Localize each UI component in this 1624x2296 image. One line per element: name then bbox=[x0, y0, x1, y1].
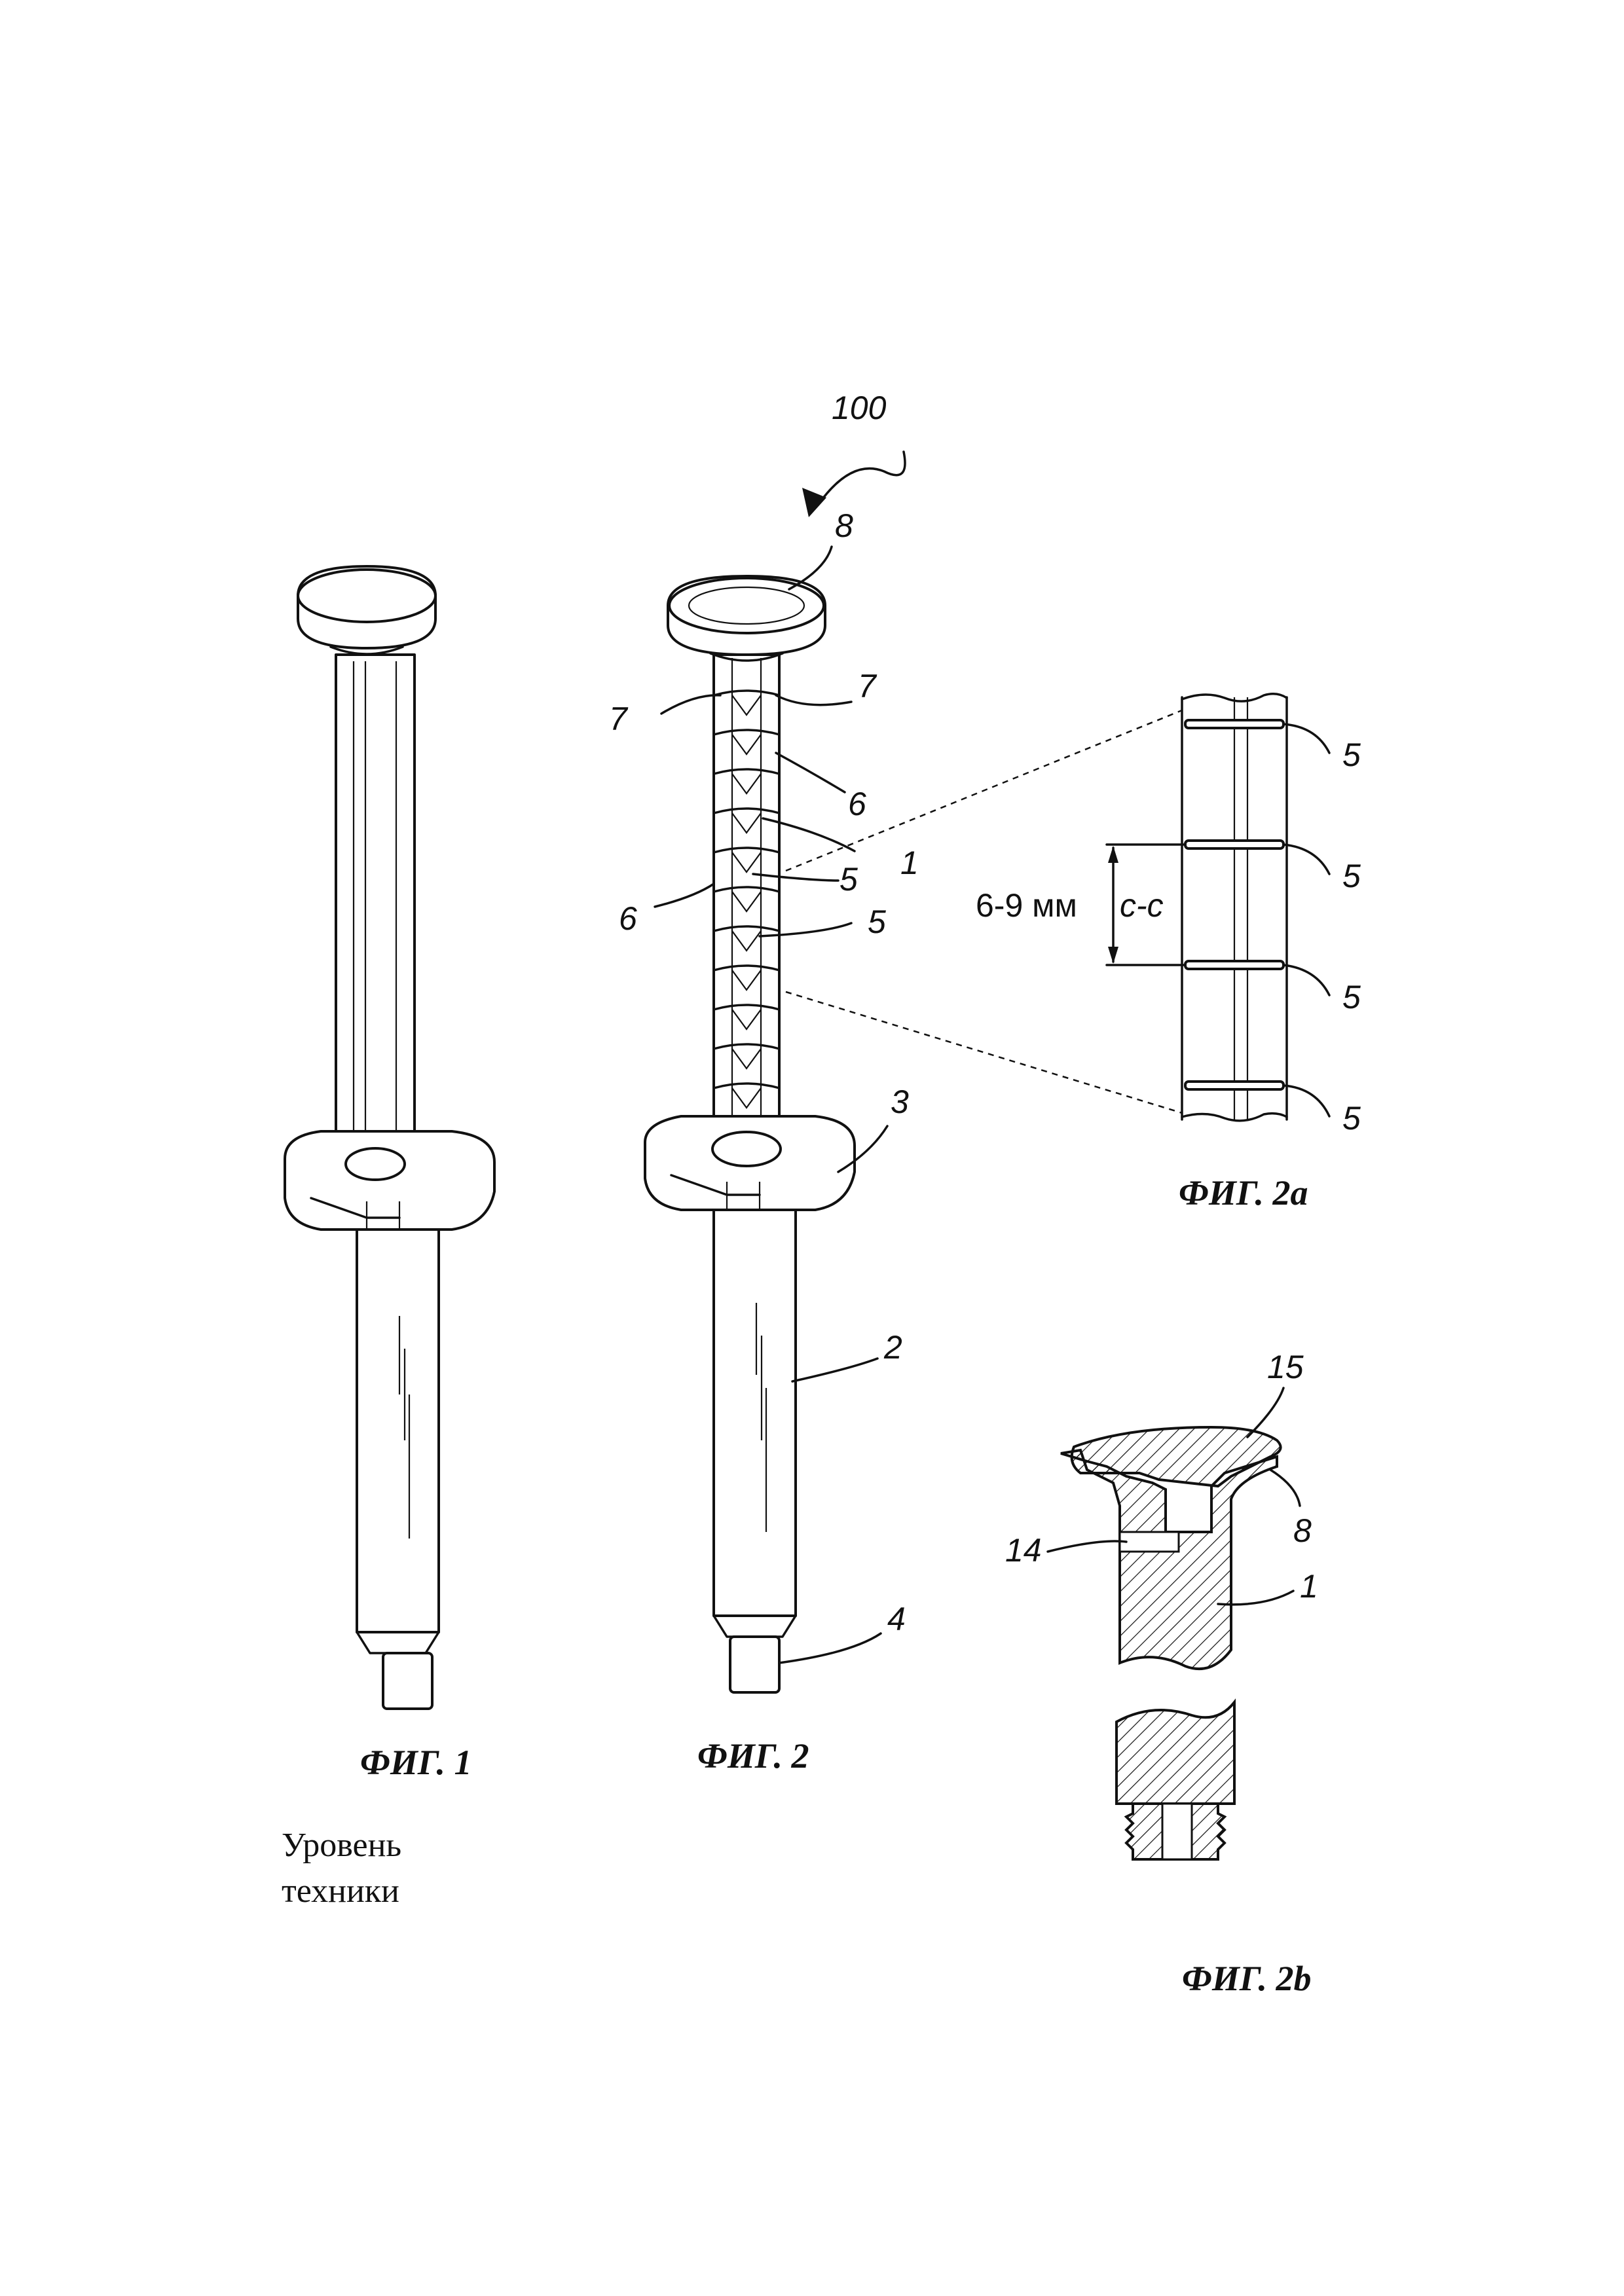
dimension-value: 6-9 мм bbox=[976, 887, 1077, 924]
rod-lower-section bbox=[1115, 1698, 1236, 1805]
ref-100-leader bbox=[817, 450, 906, 505]
label-4: 4 bbox=[887, 1601, 906, 1637]
detail-label-5-1: 5 bbox=[1342, 737, 1361, 773]
fig2-barrel bbox=[712, 1209, 797, 1617]
dimension-spacing: c-c bbox=[1120, 887, 1164, 924]
prior-art-line1: Уровень bbox=[282, 1827, 401, 1864]
caption-fig2a: ФИГ. 2a bbox=[1179, 1173, 1308, 1212]
label-5-b: 5 bbox=[868, 903, 886, 940]
label-2: 2 bbox=[883, 1329, 902, 1366]
fig2a-detail bbox=[1105, 693, 1331, 1122]
caption-fig2: ФИГ. 2 bbox=[697, 1736, 809, 1776]
prior-art-line2: техники bbox=[282, 1872, 399, 1910]
fig1-syringe bbox=[284, 565, 496, 1710]
label-8: 8 bbox=[835, 507, 853, 544]
tip-bore bbox=[1161, 1802, 1193, 1861]
label-14: 14 bbox=[1005, 1532, 1042, 1569]
rib-5-3 bbox=[1184, 960, 1285, 970]
cavity-14 bbox=[1118, 1531, 1180, 1553]
label-100: 100 bbox=[832, 390, 887, 426]
label-6-upper: 6 bbox=[848, 786, 866, 822]
fig1-plunger-rod bbox=[335, 653, 416, 1206]
ref-100-arrowhead bbox=[802, 488, 826, 517]
fig2-syringe bbox=[644, 575, 856, 1694]
fig2b-section bbox=[1046, 1387, 1301, 1861]
fig1-tip bbox=[382, 1652, 434, 1710]
rib-5-1 bbox=[1184, 719, 1285, 729]
label-7-left: 7 bbox=[609, 701, 629, 737]
detail-label-5-4: 5 bbox=[1342, 1100, 1361, 1137]
label-15: 15 bbox=[1267, 1349, 1304, 1385]
fig1-finger-flange bbox=[284, 1130, 496, 1231]
fig2-ribs bbox=[712, 689, 781, 1148]
figure-captions: ФИГ. 1 ФИГ. 2 ФИГ. 2a ФИГ. 2b Уровень те… bbox=[282, 1173, 1311, 1998]
fig2-leaders bbox=[654, 545, 889, 1664]
reference-labels: 100 8 7 7 6 1 5 5 6 3 2 4 5 5 5 5 6-9 мм… bbox=[609, 390, 1361, 1637]
label-1: 1 bbox=[900, 845, 919, 881]
fig2-tip bbox=[729, 1635, 781, 1694]
label-8-b: 8 bbox=[1293, 1512, 1312, 1549]
label-3: 3 bbox=[891, 1084, 909, 1120]
caption-fig1: ФИГ. 1 bbox=[360, 1743, 471, 1782]
projection-line-lower bbox=[785, 991, 1183, 1114]
projection-line-upper bbox=[785, 709, 1183, 872]
fig1-barrel bbox=[356, 1228, 440, 1633]
detail-label-5-2: 5 bbox=[1342, 858, 1361, 894]
label-1-b: 1 bbox=[1300, 1568, 1318, 1605]
plunger-head-8 bbox=[1060, 1448, 1278, 1671]
label-6-lower: 6 bbox=[619, 900, 637, 937]
caption-fig2b: ФИГ. 2b bbox=[1182, 1959, 1311, 1998]
rib-5-4 bbox=[1184, 1080, 1285, 1091]
detail-label-5-3: 5 bbox=[1342, 979, 1361, 1015]
label-5-a: 5 bbox=[840, 861, 858, 898]
label-7-right: 7 bbox=[858, 668, 877, 704]
rib-5-2 bbox=[1184, 839, 1285, 850]
